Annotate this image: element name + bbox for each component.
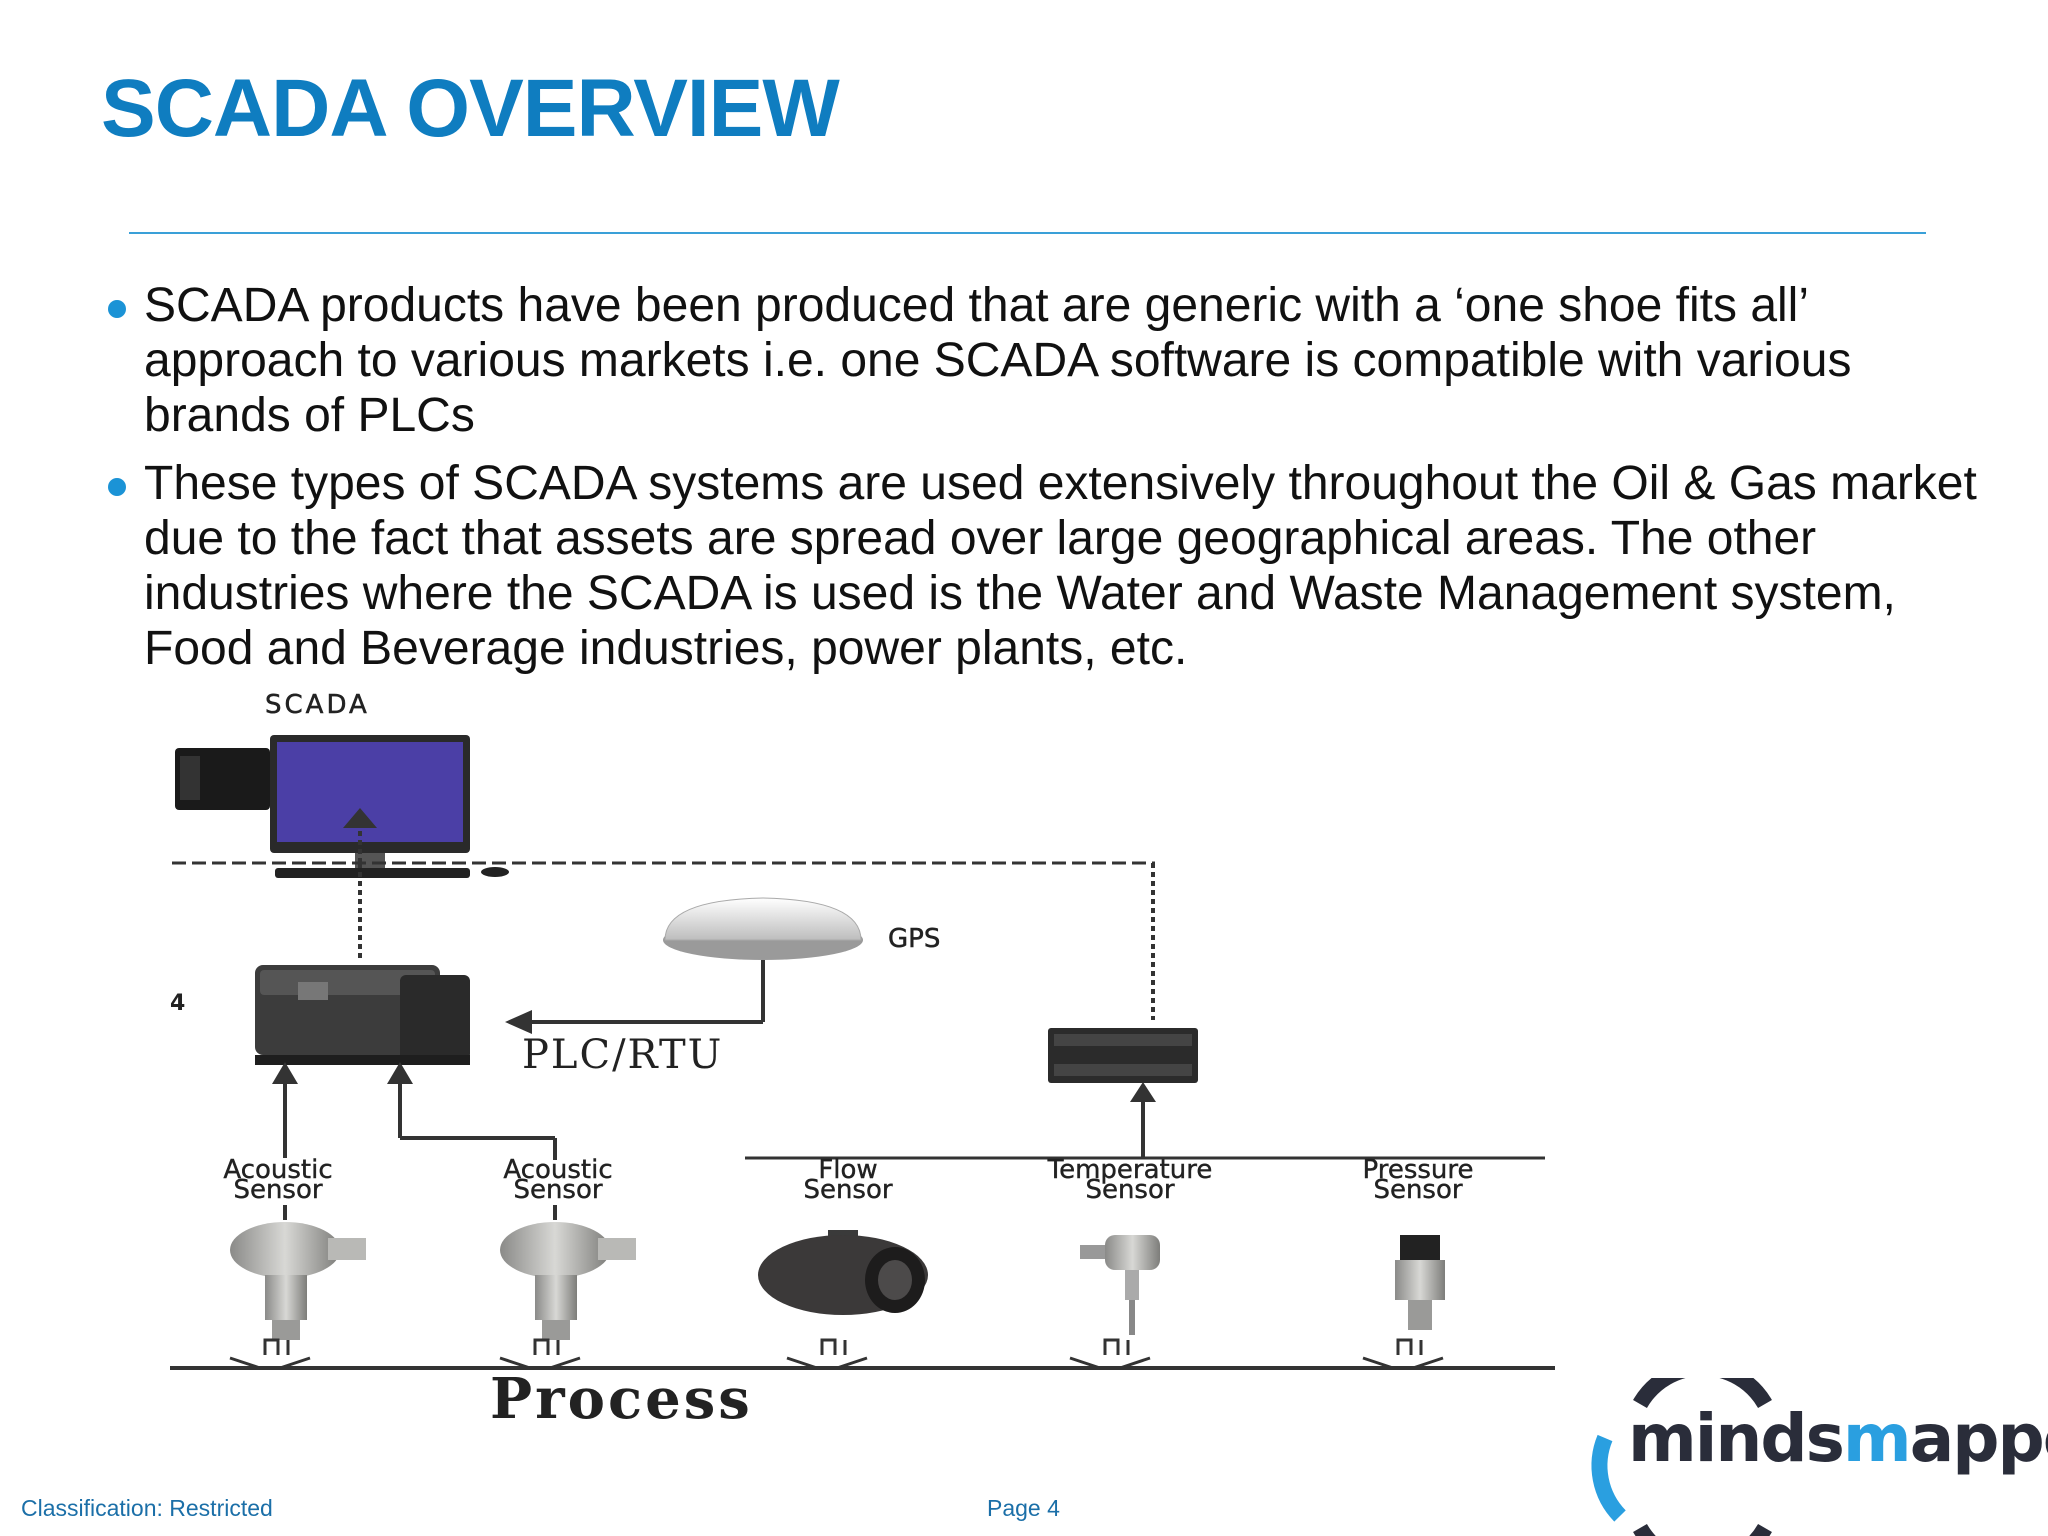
temperature-sensor-icon (1080, 1235, 1160, 1335)
flow-meter-icon (758, 1230, 928, 1315)
acoustic-sensor-icon (230, 1222, 366, 1340)
logo-part-highlight: m (1842, 1400, 1912, 1477)
page-number: Page 4 (987, 1495, 1060, 1521)
plc-rtu-label: PLC/RTU (522, 1032, 723, 1078)
title-divider (129, 232, 1926, 234)
logo-part: apped (1909, 1400, 2048, 1477)
gps-antenna-icon (663, 897, 863, 960)
pressure-sensor-icon (1395, 1235, 1445, 1330)
bullet-list: SCADA products have been produced that a… (104, 278, 1984, 689)
rtu-enclosure-icon (255, 965, 470, 1065)
computer-icon (175, 735, 509, 878)
scada-label: SCADA (265, 690, 370, 720)
classification-label: Classification: Restricted (21, 1495, 273, 1521)
slide-title: SCADA OVERVIEW (101, 63, 840, 154)
sensor-label-line2: Sensor (1085, 1175, 1174, 1205)
sensor-label-line1: Acoustic (223, 1155, 332, 1185)
sensor-label-line2: Sensor (233, 1175, 322, 1205)
bullet-text: SCADA products have been produced that a… (144, 279, 1852, 442)
plc-module-icon (1048, 1028, 1198, 1083)
sensor-label-line2: Sensor (513, 1175, 602, 1205)
logo-wordmark: mindsmapped (1628, 1400, 2048, 1477)
sensor-label-line1: Temperature (1047, 1155, 1213, 1185)
bullet-text: These types of SCADA systems are used ex… (144, 457, 1977, 675)
process-label: Process (490, 1366, 753, 1432)
bullet-dot-icon (108, 300, 126, 318)
bullet-dot-icon (108, 478, 126, 496)
side-number: 4 (170, 991, 185, 1016)
bullet-item: SCADA products have been produced that a… (104, 278, 1984, 443)
sensor-label-line1: Flow (818, 1155, 877, 1185)
sensor-label-line2: Sensor (803, 1175, 892, 1205)
mindsmapped-logo: mindsmapped (1580, 1378, 2048, 1536)
sensor-label-line1: Acoustic (503, 1155, 612, 1185)
bullet-item: These types of SCADA systems are used ex… (104, 456, 1984, 676)
logo-part: minds (1628, 1400, 1845, 1477)
acoustic-sensor-icon (500, 1222, 636, 1340)
scada-architecture-diagram: SCADA GPS 4 PLC/RTU (170, 690, 1555, 1432)
logo-ring-icon (1591, 1378, 1772, 1536)
gps-label: GPS (888, 924, 940, 954)
sensor-label-line1: Pressure (1362, 1155, 1473, 1185)
sensor-label-line2: Sensor (1373, 1175, 1462, 1205)
